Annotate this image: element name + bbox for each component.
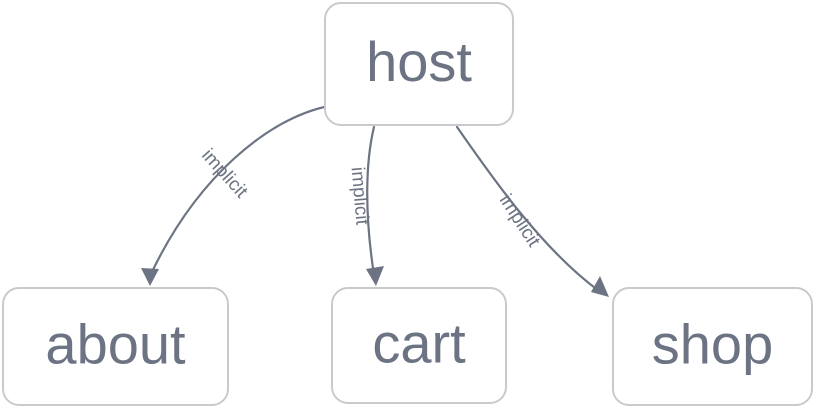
edge-label-group-host-about: implicit — [197, 145, 252, 203]
node-host-box — [324, 2, 514, 126]
edge-path-host-cart — [366, 125, 376, 277]
arrowhead-about — [141, 268, 159, 286]
node-cart-label: cart — [372, 311, 466, 374]
edge-path-host-shop — [455, 125, 601, 293]
edge-host-cart[interactable]: implicit — [346, 125, 384, 286]
node-about-label: about — [45, 312, 186, 375]
node-shop-label: shop — [652, 312, 773, 375]
edge-label-host-about: implicit — [197, 145, 252, 203]
node-host[interactable]: host — [324, 2, 514, 126]
node-cart[interactable]: cart — [331, 287, 507, 404]
arrowhead-shop — [591, 276, 609, 297]
node-host-label: host — [366, 30, 472, 93]
edge-host-about[interactable]: implicit — [141, 104, 331, 286]
edges-layer: implicit implicit implicit — [141, 104, 609, 297]
node-about[interactable]: about — [2, 287, 229, 406]
edge-label-group-host-shop: implicit — [495, 191, 545, 252]
arrowhead-cart — [366, 266, 384, 286]
node-shop[interactable]: shop — [612, 287, 813, 406]
node-cart-box — [331, 287, 507, 404]
node-shop-box — [612, 287, 813, 406]
edge-label-host-shop: implicit — [495, 191, 545, 252]
edge-host-shop[interactable]: implicit — [455, 125, 609, 297]
edge-label-host-cart: implicit — [346, 166, 372, 226]
edge-path-host-about — [148, 104, 331, 278]
edge-label-group-host-cart: implicit — [346, 166, 372, 226]
node-about-box — [2, 287, 229, 406]
nodes-layer: host about cart shop — [2, 2, 813, 406]
